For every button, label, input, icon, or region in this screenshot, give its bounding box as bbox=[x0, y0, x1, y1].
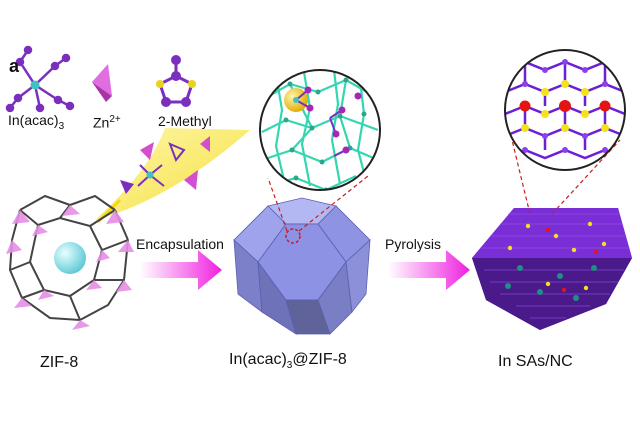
panel-letter: a bbox=[9, 56, 20, 76]
in-sas-nc-particle-icon bbox=[472, 208, 632, 330]
zn-tetrahedron-icon bbox=[92, 64, 112, 102]
zif8-framework-icon bbox=[6, 194, 134, 330]
nc-lattice-magnified-icon bbox=[504, 49, 626, 171]
label-in-sas-nc: In SAs/NC bbox=[498, 353, 573, 370]
in-acac-molecule-icon bbox=[5, 45, 75, 113]
label-in-acac: In(acac)3 bbox=[8, 112, 65, 132]
label-zif8: ZIF-8 bbox=[40, 354, 79, 371]
label-2-methyl: 2-Methyl bbox=[158, 113, 212, 129]
rhombic-dodecahedron-icon bbox=[233, 197, 371, 335]
encapsulation-arrow bbox=[140, 250, 222, 290]
label-in-acac-at-zif8: In(acac)3@ZIF-8 bbox=[229, 351, 347, 372]
zif-cage-magnified-icon bbox=[259, 69, 381, 191]
label-pyrolysis: Pyrolysis bbox=[385, 236, 442, 252]
pyrolysis-arrow bbox=[388, 250, 470, 290]
label-zn: Zn2+ bbox=[93, 114, 121, 131]
zoom-marker bbox=[285, 228, 301, 244]
methylimidazole-icon bbox=[156, 55, 196, 107]
assembly-glow bbox=[95, 128, 250, 220]
label-encapsulation: Encapsulation bbox=[136, 236, 224, 252]
